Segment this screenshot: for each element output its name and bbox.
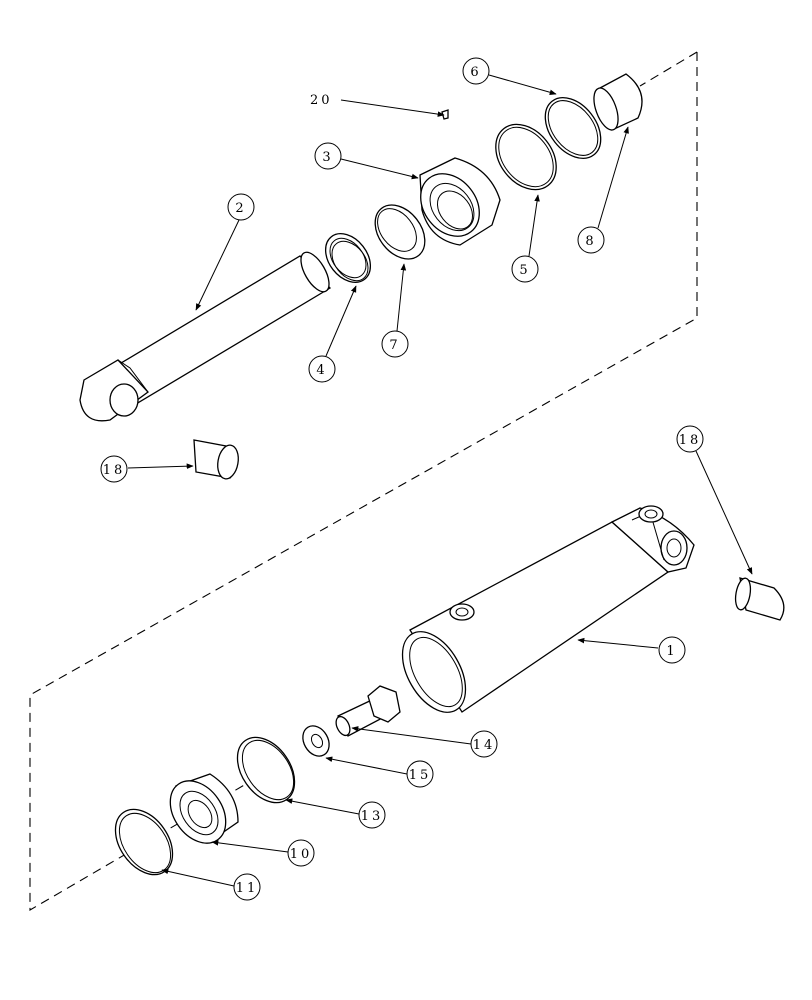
callout-3: 3 [314,142,342,170]
part-3-gland [419,157,501,246]
callout-15: 15 [406,760,434,788]
callout-6-label: 6 [470,65,481,80]
part-15-washer [302,725,330,757]
callout-8-label: 8 [585,234,596,249]
callout-13-label: 13 [361,809,384,824]
part-2-piston-rod [79,251,332,422]
part-8-bushing [593,73,643,131]
callout-20-label: 20 [310,93,333,108]
callout-10-label: 10 [290,847,313,862]
assembly-boundary-dashed-top [639,51,698,87]
callout-15-label: 15 [409,768,432,783]
part-18-sleeve-right [734,577,785,621]
callout-8: 8 [577,226,605,254]
callout-18-right: 18 [676,425,704,453]
callout-13: 13 [358,801,386,829]
part-14-fitting [335,685,401,737]
callout-11: 11 [233,873,261,901]
callout-14-label: 14 [473,738,496,753]
callout-20: 20 [310,93,333,108]
callout-1-label: 1 [666,644,677,659]
part-1-barrel [401,505,695,713]
callout-18-left: 18 [100,455,128,483]
callout-5: 5 [511,255,539,283]
callout-1: 1 [658,636,686,664]
leader-lines [127,74,753,887]
callout-10: 10 [287,839,315,867]
part-10-piston [169,773,239,844]
callout-7: 7 [381,330,409,358]
callout-18-left-label: 18 [103,463,126,478]
callout-3-label: 3 [322,150,333,165]
part-7-wear-ring [374,204,426,260]
callout-7-label: 7 [389,338,400,353]
part-18-sleeve-left [193,439,239,480]
part-5-o-ring [495,123,557,191]
callout-2-label: 2 [235,201,246,216]
callout-6: 6 [462,57,490,85]
callout-11-label: 11 [236,881,259,896]
callout-18-right-label: 18 [679,433,702,448]
callout-4-label: 4 [316,363,327,378]
part-13-ring [236,736,296,804]
part-4-seal [324,233,372,283]
callout-14: 14 [470,730,498,758]
callout-5-label: 5 [519,263,530,278]
assembly-boundary-dashed [29,52,698,911]
callout-2: 2 [227,193,255,221]
callout-4: 4 [308,355,336,383]
